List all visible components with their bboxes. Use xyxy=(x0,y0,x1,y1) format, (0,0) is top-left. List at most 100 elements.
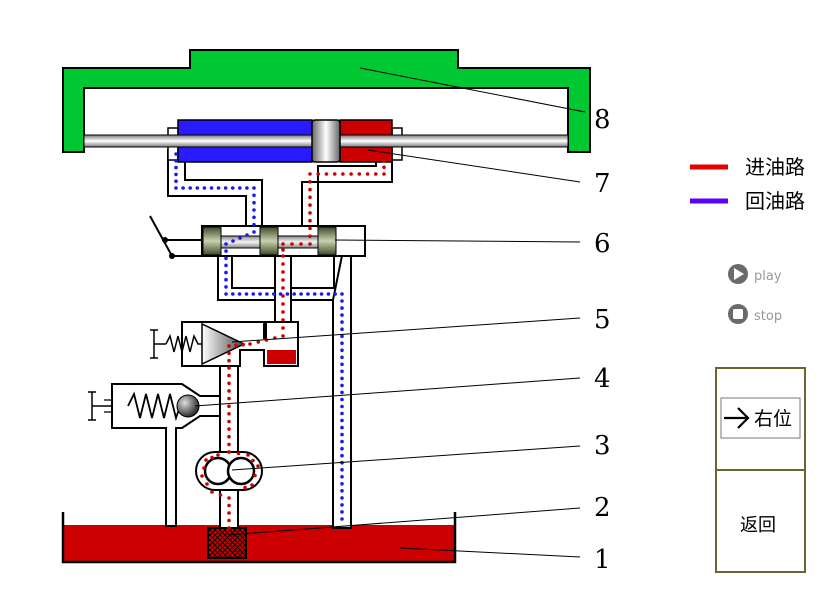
flow-dot xyxy=(340,390,344,395)
flow-dot xyxy=(227,511,231,515)
flow-dot xyxy=(230,186,235,190)
flow-dot xyxy=(181,186,185,190)
flow-dot xyxy=(316,172,321,176)
flow-dot xyxy=(308,187,312,192)
valve-lever-pivot-bottom xyxy=(169,253,175,259)
play-button[interactable]: play xyxy=(728,264,782,284)
flow-dot xyxy=(281,334,285,338)
flow-dot xyxy=(340,383,344,388)
flow-dot xyxy=(333,292,338,296)
check-adjuster xyxy=(88,391,112,421)
right-position-button[interactable]: 右位 xyxy=(720,397,801,439)
flow-dot xyxy=(251,458,255,463)
channel-return-pipe xyxy=(332,225,366,529)
flow-dot xyxy=(340,327,344,332)
flow-dot xyxy=(252,230,256,234)
flow-dot xyxy=(340,355,344,360)
flow-dot xyxy=(281,248,285,252)
check-valve-body xyxy=(111,383,221,527)
leader-line-3 xyxy=(231,445,581,471)
flow-dot xyxy=(202,186,207,190)
tank-walls xyxy=(61,512,457,564)
flow-dot xyxy=(227,396,231,401)
callout-4: 4 xyxy=(594,364,611,394)
flow-dot xyxy=(200,474,204,478)
valve-spool-land-1 xyxy=(202,226,222,256)
channel-pump-outlet xyxy=(219,365,239,457)
flow-dot xyxy=(308,203,312,207)
flow-dot xyxy=(231,239,235,243)
flow-dot xyxy=(174,186,178,190)
flow-dot xyxy=(252,222,256,227)
flow-dot xyxy=(281,318,285,322)
valve-spool-land-2 xyxy=(259,226,279,256)
back-button[interactable]: 返回 xyxy=(717,471,804,571)
flow-dot xyxy=(382,165,386,170)
flow-dot xyxy=(205,482,209,486)
flow-dot xyxy=(252,186,256,190)
flow-dot xyxy=(241,342,245,347)
play-label: play xyxy=(754,269,782,284)
flow-dot xyxy=(349,172,353,176)
flow-dot xyxy=(340,306,344,310)
hydraulic-cylinder xyxy=(83,119,569,163)
flow-dot xyxy=(224,256,228,261)
flow-dot xyxy=(246,453,250,457)
flow-dot xyxy=(224,292,228,296)
flow-dot xyxy=(357,172,362,176)
flow-dot xyxy=(227,366,231,370)
flow-dot xyxy=(340,299,344,303)
flow-dot xyxy=(340,496,344,500)
flow-dot xyxy=(210,490,214,494)
stop-button[interactable]: stop xyxy=(728,304,782,324)
flow-dot xyxy=(224,285,228,289)
flow-dot xyxy=(319,292,324,296)
flow-dot xyxy=(174,179,178,183)
control-panel: 右位 返回 xyxy=(715,367,806,573)
flow-dot xyxy=(251,292,256,296)
relief-spring xyxy=(165,333,202,353)
flow-dot xyxy=(227,442,231,447)
supply-flow-dots xyxy=(200,158,386,530)
legend-label-supply: 进油路 xyxy=(745,155,805,179)
check-adjuster-cap xyxy=(104,399,113,413)
leader-line-8 xyxy=(359,67,586,113)
play-triangle-icon xyxy=(734,268,744,280)
flow-dot xyxy=(245,186,249,190)
flow-dot xyxy=(340,348,344,353)
flow-dot xyxy=(281,242,285,246)
flow-dot xyxy=(308,172,312,176)
flow-dot xyxy=(227,381,231,386)
flow-dot xyxy=(308,226,312,231)
relief-valve xyxy=(150,322,296,366)
return-flow-dots xyxy=(174,152,344,521)
leader-line-1 xyxy=(399,547,581,558)
flow-dot xyxy=(227,358,231,363)
flow-dot xyxy=(174,159,178,163)
flow-dot xyxy=(216,453,220,457)
flow-dot xyxy=(281,326,285,330)
flow-dot xyxy=(374,172,378,176)
flow-dot xyxy=(224,277,228,282)
leader-line-7 xyxy=(367,149,581,183)
flow-dot xyxy=(292,292,297,296)
flow-dot xyxy=(312,292,317,296)
flow-dot xyxy=(340,425,344,430)
callout-8: 8 xyxy=(594,105,611,135)
tank-oil xyxy=(64,525,454,561)
flow-dot xyxy=(227,496,231,500)
flow-dot xyxy=(227,427,231,431)
flow-dot xyxy=(340,369,344,374)
callout-5: 5 xyxy=(594,305,611,335)
flow-dot xyxy=(281,278,285,282)
flow-dot xyxy=(306,292,310,296)
callout-3: 3 xyxy=(594,431,611,461)
flow-dot xyxy=(281,286,285,290)
callout-2: 2 xyxy=(594,493,611,523)
flow-dot xyxy=(340,510,344,514)
flow-dot xyxy=(281,254,285,258)
relief-outlet-oil xyxy=(267,350,296,364)
flow-dot xyxy=(252,215,256,220)
gear-pump xyxy=(195,451,263,491)
